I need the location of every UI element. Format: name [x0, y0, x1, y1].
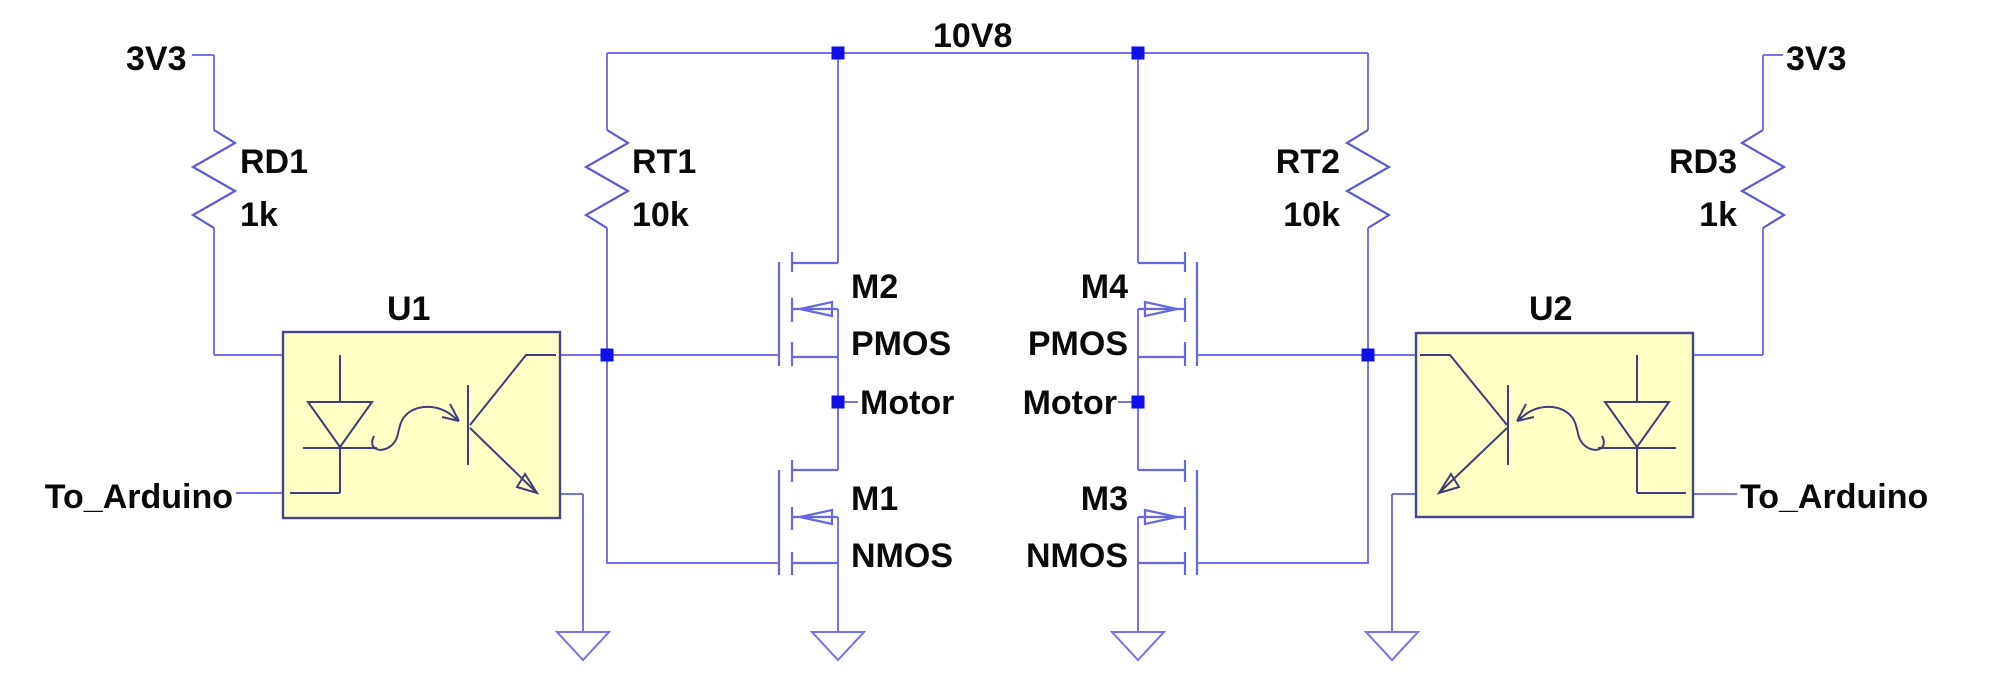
m2-bulk-arrow-icon — [799, 300, 834, 318]
m3-type[interactable]: NMOS — [1026, 537, 1128, 575]
rt2-ref[interactable]: RT2 — [1276, 143, 1340, 181]
u1-led-triangle-icon — [306, 401, 374, 449]
net-label-motor-left[interactable]: Motor — [860, 384, 954, 422]
u1-emitter — [469, 427, 538, 494]
m1-type[interactable]: NMOS — [851, 537, 953, 575]
u2-ref[interactable]: U2 — [1529, 290, 1572, 328]
rt2-value[interactable]: 10k — [1283, 196, 1340, 234]
u1-light-arrow-icon — [371, 403, 460, 451]
resistor-rd1[interactable] — [190, 129, 238, 229]
optocoupler-u1[interactable] — [281, 330, 562, 520]
junction-dot — [600, 348, 614, 362]
mosfet-m2[interactable] — [777, 252, 838, 366]
rt1-zigzag-icon[interactable] — [583, 129, 631, 229]
m1-stubs — [792, 468, 838, 565]
u2-collector — [1420, 354, 1508, 426]
m4-type[interactable]: PMOS — [1028, 325, 1128, 363]
net-label-3v3-right[interactable]: 3V3 — [1786, 40, 1847, 78]
net-label-to-arduino-right[interactable]: To_Arduino — [1740, 478, 1928, 516]
m2-type[interactable]: PMOS — [851, 325, 951, 363]
net-label-to-arduino-left[interactable]: To_Arduino — [45, 478, 233, 516]
ground-icon[interactable] — [1109, 631, 1167, 662]
u2-led-cathode — [1598, 447, 1686, 494]
m1-ref[interactable]: M1 — [851, 480, 898, 518]
resistor-rt2[interactable] — [1344, 129, 1392, 229]
m3-ref[interactable]: M3 — [1081, 480, 1128, 518]
m4-bulk-arrow-icon — [1143, 300, 1178, 318]
junction-dots — [600, 46, 1375, 409]
net-label-motor-right[interactable]: Motor — [1023, 384, 1117, 422]
junction-dot — [1131, 46, 1145, 60]
resistor-rd3[interactable] — [1739, 129, 1787, 229]
rt1-ref[interactable]: RT1 — [632, 143, 696, 181]
resistor-rt1[interactable] — [583, 129, 631, 229]
u1-led-cathode — [290, 447, 377, 494]
m2-stubs — [792, 261, 838, 359]
m3-bulk-arrow-icon — [1143, 508, 1178, 526]
net-label-10v8[interactable]: 10V8 — [933, 17, 1012, 55]
junction-dot — [1131, 395, 1145, 409]
u2-emitter-arrow-icon — [1436, 472, 1461, 495]
u1-ref[interactable]: U1 — [387, 290, 430, 328]
junction-dot — [1361, 348, 1375, 362]
rt1-value[interactable]: 10k — [632, 196, 689, 234]
ground-icon[interactable] — [554, 631, 612, 662]
net-label-3v3-left[interactable]: 3V3 — [126, 40, 187, 78]
mosfet-m3[interactable] — [1138, 460, 1199, 575]
u2-light-arrow-icon — [1516, 403, 1605, 451]
mosfet-m1[interactable] — [777, 460, 838, 575]
wire-3v3-right[interactable] — [1637, 54, 1783, 356]
rd1-value[interactable]: 1k — [240, 196, 278, 234]
m2-ref[interactable]: M2 — [851, 268, 898, 306]
ground-icon[interactable] — [1363, 631, 1421, 662]
rt2-zigzag-icon[interactable] — [1344, 129, 1392, 229]
u2-led-triangle-icon — [1603, 401, 1671, 449]
rd3-value[interactable]: 1k — [1699, 196, 1737, 234]
m1-bulk-arrow-icon — [799, 508, 834, 526]
u2-emitter — [1438, 427, 1508, 494]
u1-emitter-arrow-icon — [515, 472, 540, 495]
junction-dot — [831, 46, 845, 60]
rd3-ref[interactable]: RD3 — [1669, 143, 1737, 181]
junction-dot — [831, 395, 845, 409]
m4-ref[interactable]: M4 — [1081, 268, 1128, 306]
u1-collector — [469, 354, 556, 426]
rd1-ref[interactable]: RD1 — [240, 143, 308, 181]
rd1-zigzag-icon[interactable] — [190, 129, 238, 229]
wire-3v3-left[interactable] — [192, 54, 340, 356]
labels: 3V3 3V3 10V8 RD1 1k RT1 10k RT2 10k RD3 … — [45, 17, 1928, 575]
u2-body[interactable] — [1414, 331, 1695, 519]
ground-icon[interactable] — [809, 631, 867, 662]
u1-body[interactable] — [281, 330, 562, 520]
optocoupler-u2[interactable] — [1414, 331, 1695, 519]
rd3-zigzag-icon[interactable] — [1739, 129, 1787, 229]
wire-m3-gate[interactable] — [1197, 355, 1369, 564]
wire-m1-gate[interactable] — [606, 355, 779, 564]
grounds[interactable] — [554, 631, 1421, 662]
mosfet-m4[interactable] — [1138, 252, 1199, 366]
